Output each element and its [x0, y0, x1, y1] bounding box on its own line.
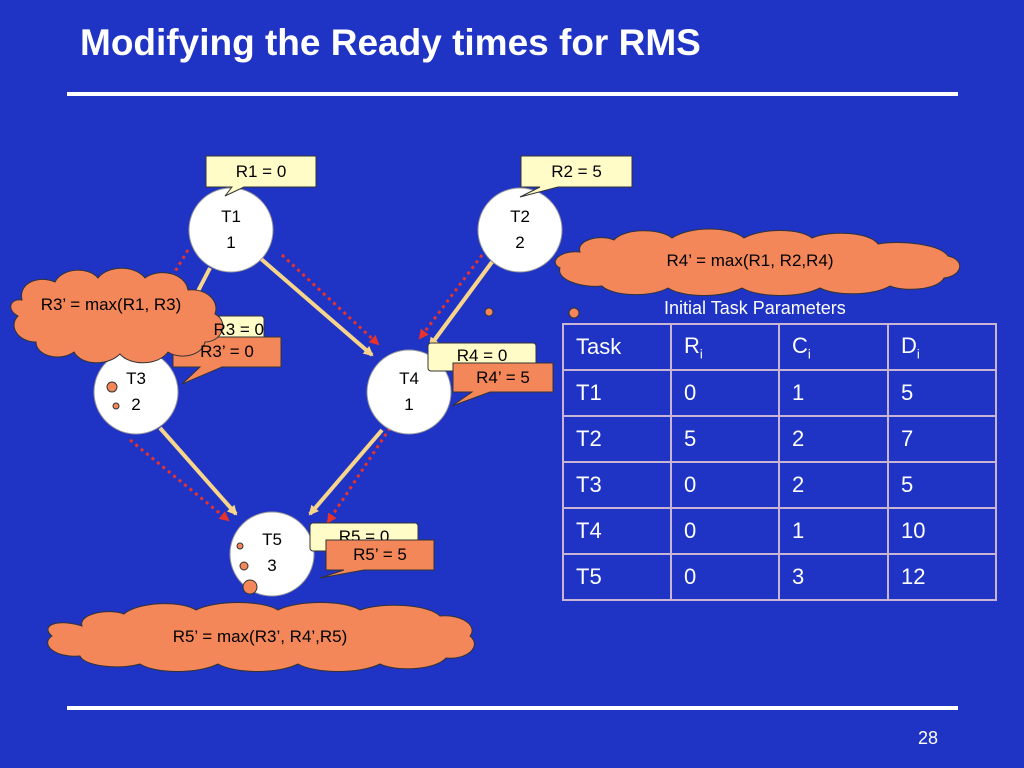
callout-r2-text: R2 = 5	[551, 162, 602, 181]
task-nodes	[93, 187, 563, 597]
node-t3-value: 2	[131, 395, 141, 414]
node-t5	[229, 511, 315, 597]
slide-title: Modifying the Ready times for RMS	[80, 22, 701, 63]
header-d: Di	[887, 323, 997, 371]
callouts-yellow	[205, 155, 633, 198]
page-number: 28	[918, 728, 939, 748]
header-r-letter: R	[684, 332, 700, 358]
dotted-arrow-t1-t4	[280, 253, 380, 346]
thought-clouds	[10, 228, 960, 672]
node-t1-value: 1	[226, 233, 236, 252]
node-t5-label: T5 3	[242, 527, 302, 579]
edge-t4-t5	[308, 428, 384, 516]
callout-r4-original-text: R4 = 0	[456, 346, 508, 363]
cell-task: T2	[562, 415, 672, 463]
node-t5-value: 3	[267, 556, 277, 575]
cell-r: 0	[670, 369, 780, 417]
header-c-sub: i	[807, 346, 811, 362]
header-d-letter: D	[901, 332, 917, 358]
header-c: Ci	[778, 323, 889, 371]
cell-c: 2	[778, 415, 889, 463]
callout-r4-new-text: R4’ = 5	[476, 368, 530, 387]
callout-r5-new	[319, 539, 435, 579]
top-divider	[67, 92, 958, 96]
cell-task: T4	[562, 507, 672, 555]
table-row: T5 0 3 12	[562, 553, 997, 601]
table-row: T4 0 1 10	[562, 507, 997, 555]
node-t2-label: T2 2	[490, 204, 550, 256]
cell-task: T1	[562, 369, 672, 417]
cell-d: 5	[887, 461, 997, 509]
cell-d: 5	[887, 369, 997, 417]
cloud-r4	[484, 228, 960, 319]
edge-t1-t4	[258, 256, 374, 357]
node-t2	[477, 187, 563, 273]
callout-r4-new	[451, 362, 554, 407]
cell-task: T5	[562, 553, 672, 601]
cloud-r3-text: R3’ = max(R1, R3)	[40, 295, 182, 314]
dotted-arrow-t4-t5	[326, 427, 392, 524]
callout-r5-original-text: R5 = 0	[338, 527, 390, 540]
cell-r: 0	[670, 461, 780, 509]
node-t5-id: T5	[262, 530, 282, 549]
header-c-letter: C	[792, 332, 808, 358]
edge-t2-t4	[428, 260, 494, 348]
cell-c: 3	[778, 553, 889, 601]
edge-t3-t5	[158, 426, 238, 516]
cell-task: T3	[562, 461, 672, 509]
header-r: Ri	[670, 323, 780, 371]
table-row: T2 5 2 7	[562, 415, 997, 463]
callout-r3-new-text: R3’ = 0	[200, 342, 254, 361]
node-t4-value: 1	[404, 395, 414, 414]
dotted-arrow-t2-t4	[418, 254, 484, 340]
node-t4-id: T4	[399, 369, 419, 388]
header-task: Task	[562, 323, 672, 371]
task-parameter-table: Task Ri Ci Di T1 0 1 5 T2 5 2 7 T3 0 2 5…	[562, 323, 997, 601]
node-t2-value: 2	[515, 233, 525, 252]
table-header-row: Task Ri Ci Di	[562, 323, 997, 371]
bottom-divider	[67, 706, 958, 710]
node-t1-id: T1	[221, 207, 241, 226]
callout-r3-original-text: R3 = 0	[213, 320, 264, 336]
node-t3-label: T3 2	[106, 366, 166, 418]
cloud-r5	[47, 542, 475, 672]
precedence-edges	[158, 256, 494, 516]
callout-r5-new-text: R5’ = 5	[353, 545, 407, 564]
callout-r1	[205, 155, 317, 197]
table-row: T3 0 2 5	[562, 461, 997, 509]
cell-d: 12	[887, 553, 997, 601]
header-d-sub: i	[916, 346, 920, 362]
cell-d: 7	[887, 415, 997, 463]
callout-r2	[519, 155, 633, 198]
cell-d: 10	[887, 507, 997, 555]
cell-c: 1	[778, 369, 889, 417]
callout-r1-text: R1 = 0	[235, 162, 287, 181]
node-t4-label: T4 1	[379, 366, 439, 418]
table-row: T1 0 1 5	[562, 369, 997, 417]
node-t2-id: T2	[510, 207, 530, 226]
cloud-r5-text: R5’ = max(R3’, R4’,R5)	[172, 627, 348, 646]
cloud-r4-text: R4’ = max(R1, R2,R4)	[666, 251, 834, 270]
cell-c: 2	[778, 461, 889, 509]
cell-r: 0	[670, 507, 780, 555]
node-t1-label: T1 1	[201, 204, 261, 256]
header-r-sub: i	[699, 346, 703, 362]
cloud-r3	[10, 267, 224, 410]
cell-c: 1	[778, 507, 889, 555]
dotted-arrow-t3-t5	[129, 438, 230, 522]
cell-r: 0	[670, 553, 780, 601]
node-t3-id: T3	[126, 369, 146, 388]
cell-r: 5	[670, 415, 780, 463]
table-caption: Initial Task Parameters	[664, 298, 846, 318]
